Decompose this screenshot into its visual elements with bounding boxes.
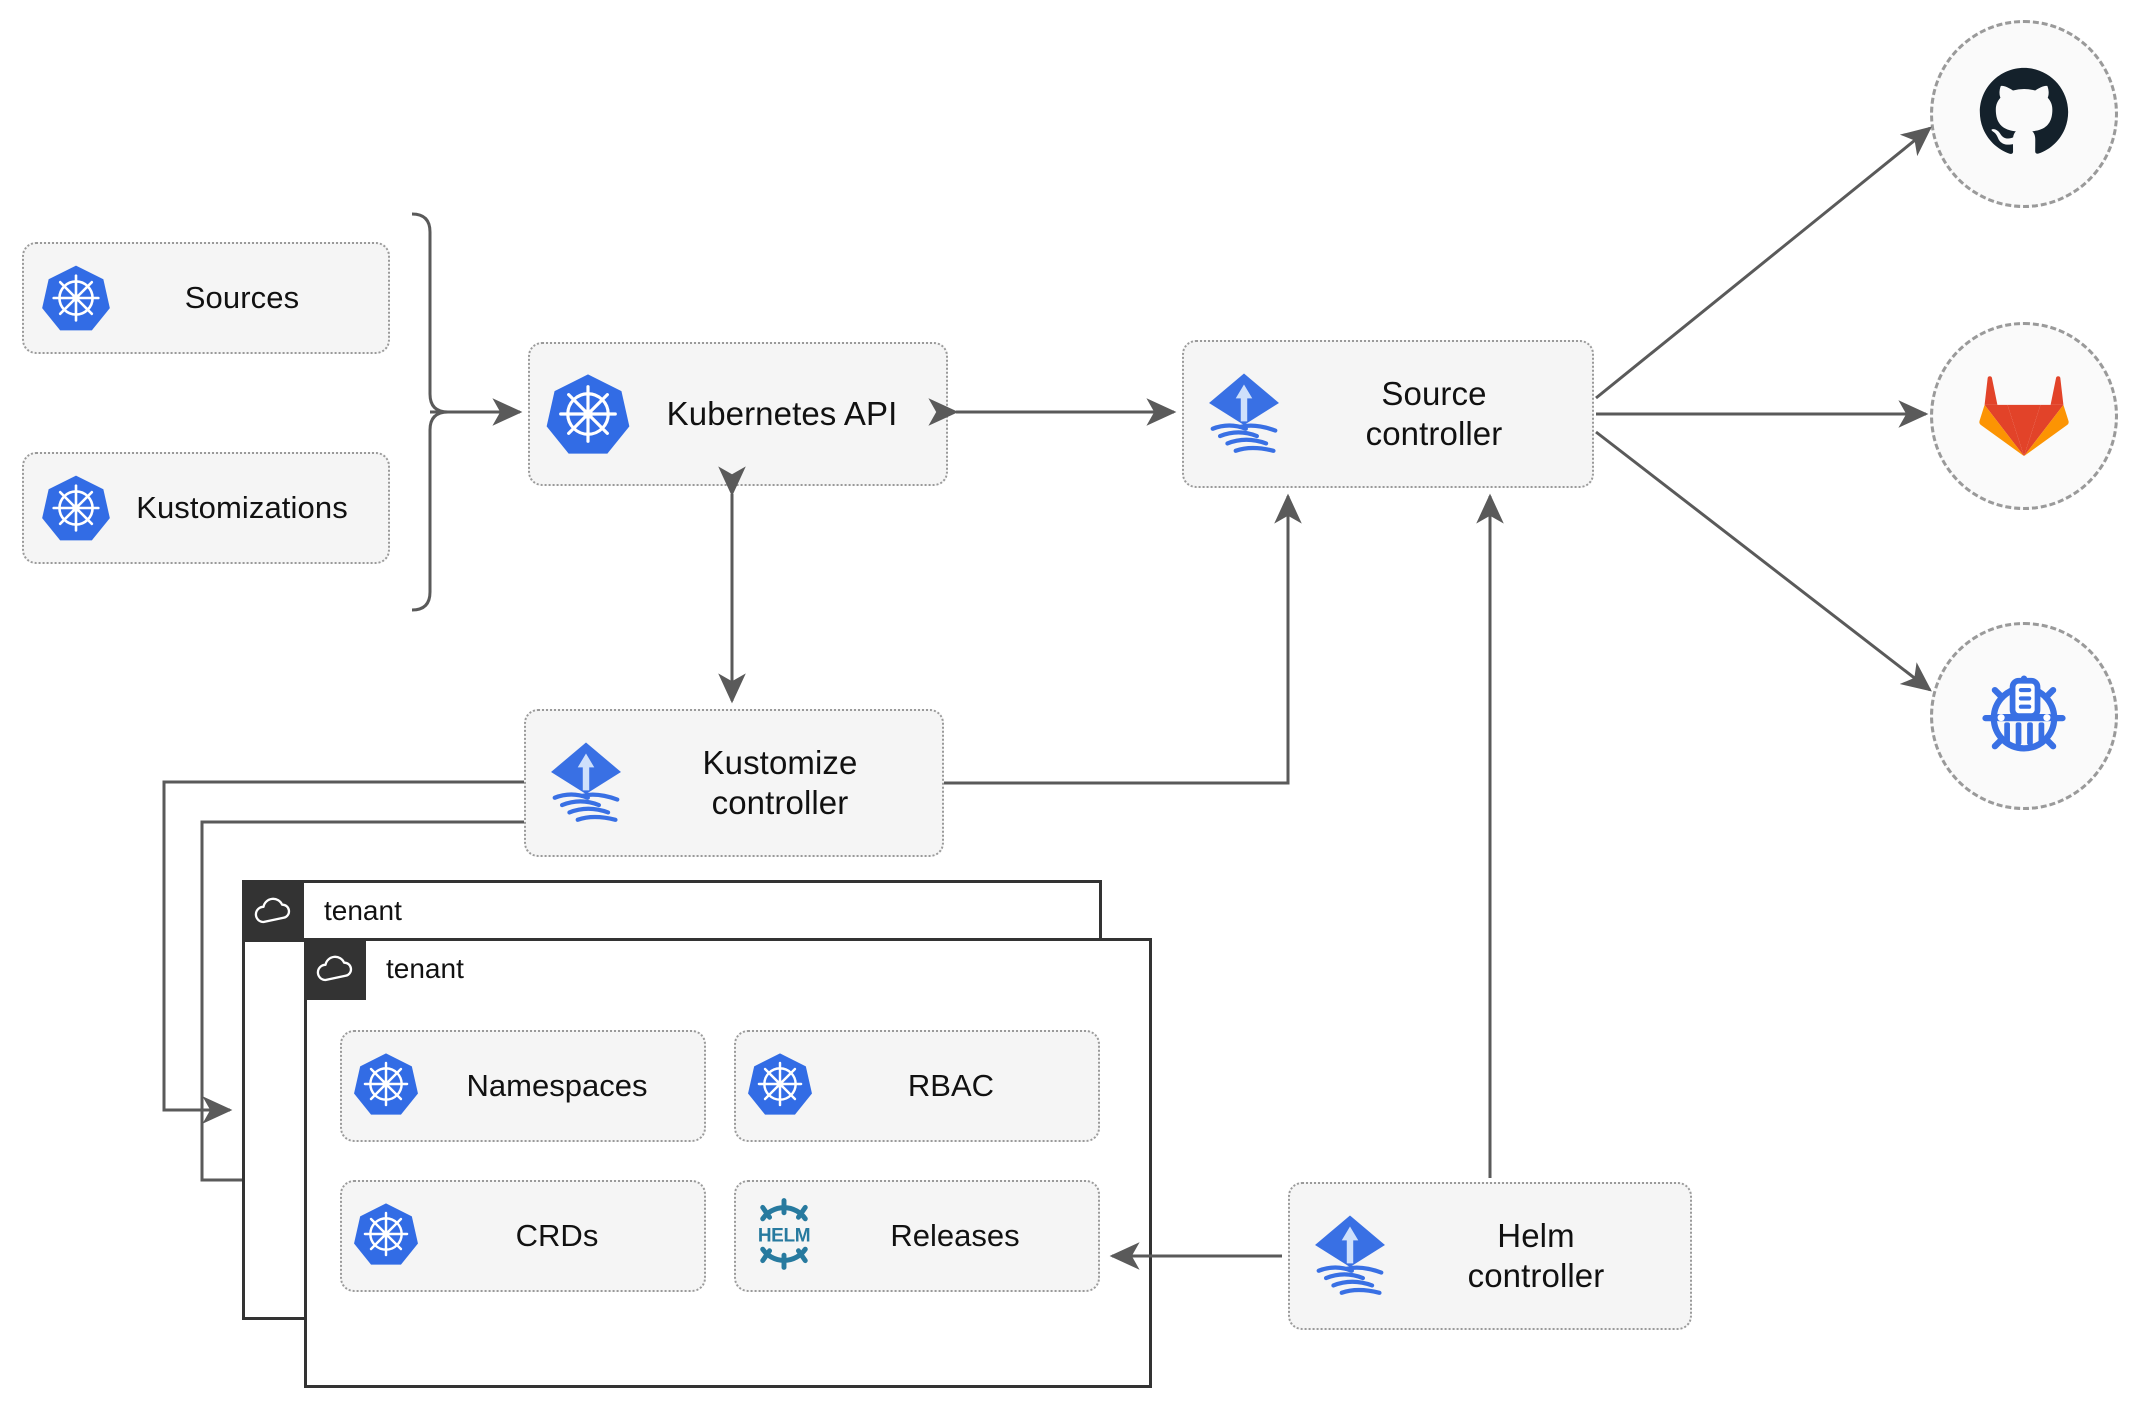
gitlab-icon [1978, 370, 2070, 463]
node-label: Kustomize controller [702, 743, 858, 821]
wire-source-controller-to-github [1595, 126, 1932, 400]
node-source-controller[interactable]: Source controller [1182, 340, 1594, 488]
flux-icon [1304, 1210, 1396, 1302]
node-kustomize-controller[interactable]: Kustomize controller [524, 709, 944, 857]
resource-card-crds[interactable]: CRDs [340, 1180, 706, 1292]
chartmuseum-icon [1972, 662, 2076, 771]
flux-icon [1198, 368, 1290, 460]
kubernetes-icon [40, 472, 112, 544]
kubernetes-icon [40, 262, 112, 334]
resource-label: Namespaces [466, 1068, 648, 1103]
node-label: Source controller [1365, 374, 1503, 452]
flux-icon [540, 737, 632, 829]
resource-card-namespaces[interactable]: Namespaces [340, 1030, 706, 1142]
kubernetes-icon [746, 1050, 814, 1123]
resource-card-rbac[interactable]: RBAC [734, 1030, 1100, 1142]
node-helm-controller[interactable]: Helm controller [1288, 1182, 1692, 1330]
node-label: Kubernetes API [666, 394, 898, 432]
node-sources[interactable]: Sources [22, 242, 390, 354]
node-label: Helm controller [1467, 1216, 1605, 1294]
tenant-label: tenant [324, 895, 402, 926]
cloud-icon [304, 938, 366, 1000]
helm-icon: HELM [746, 1196, 822, 1277]
kubernetes-icon [544, 370, 632, 458]
resource-card-releases[interactable]: HELM Releases [734, 1180, 1100, 1292]
tenant-header-front: tenant [304, 938, 464, 1000]
external-source-bucket[interactable] [1930, 622, 2118, 810]
resource-label: Releases [890, 1218, 1020, 1253]
resource-label: CRDs [515, 1218, 599, 1253]
github-icon [1976, 64, 2072, 165]
node-kustomizations[interactable]: Kustomizations [22, 452, 390, 564]
cloud-icon [242, 880, 304, 942]
wire-kustomize-to-source-controller [944, 493, 1302, 785]
tenant-header-back: tenant [242, 880, 402, 942]
node-label: Sources [184, 280, 300, 316]
svg-text:HELM: HELM [758, 1225, 810, 1246]
kubernetes-icon [352, 1200, 420, 1273]
external-source-gitlab[interactable] [1930, 322, 2118, 510]
wire-source-controller-to-bucket [1595, 430, 1932, 692]
tenant-container-front[interactable]: tenant [304, 938, 1152, 1388]
resource-label: RBAC [907, 1068, 995, 1103]
external-source-github[interactable] [1930, 20, 2118, 208]
node-label: Kustomizations [136, 490, 348, 526]
wire-input-bracket [411, 212, 449, 612]
kubernetes-icon [352, 1050, 420, 1123]
tenant-label: tenant [386, 953, 464, 984]
node-kubernetes-api[interactable]: Kubernetes API [528, 342, 948, 486]
